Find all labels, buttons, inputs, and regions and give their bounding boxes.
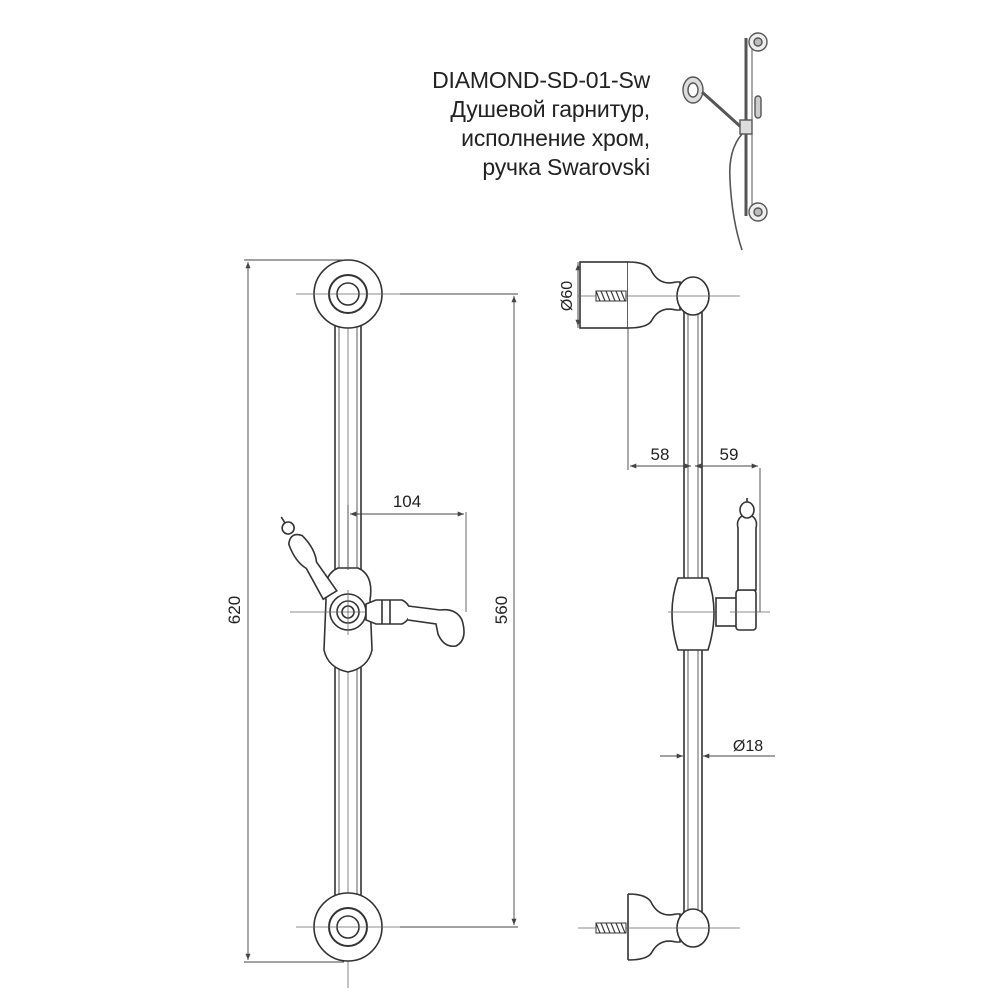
label-flange-diameter: Ø60 xyxy=(559,281,576,311)
label-holder-reach: 104 xyxy=(393,492,421,511)
side-top-wall-mount xyxy=(578,261,740,329)
product-description-line-1: Душевой гарнитур, xyxy=(450,96,650,122)
side-bottom-wall-mount xyxy=(578,893,740,961)
top-wall-screw-icon xyxy=(595,290,627,302)
product-description-line-3: ручка Swarovski xyxy=(482,154,650,180)
front-dimensions xyxy=(244,259,518,963)
front-top-flange xyxy=(296,259,400,329)
side-swarovski-handle xyxy=(736,498,758,591)
label-total-height: 620 xyxy=(225,596,244,624)
front-swarovski-handle xyxy=(280,516,338,601)
bottom-wall-screw-icon xyxy=(595,922,627,934)
label-bar-to-holder: 59 xyxy=(720,445,739,464)
label-wall-to-bar: 58 xyxy=(651,445,670,464)
label-mount-spacing: 560 xyxy=(492,596,511,624)
front-view xyxy=(280,259,467,988)
label-bar-diameter: Ø18 xyxy=(733,738,763,755)
product-title-block: DIAMOND-SD-01-Sw Душевой гарнитур, испол… xyxy=(290,66,650,182)
product-code: DIAMOND-SD-01-Sw xyxy=(432,67,650,93)
product-description-line-2: исполнение хром, xyxy=(461,125,650,151)
side-view xyxy=(578,261,770,961)
side-dimensions xyxy=(575,262,775,759)
product-thumbnail-image xyxy=(682,32,768,251)
front-bottom-flange xyxy=(296,892,400,962)
front-slider-holder xyxy=(280,516,465,673)
side-slider-holder xyxy=(668,498,770,651)
